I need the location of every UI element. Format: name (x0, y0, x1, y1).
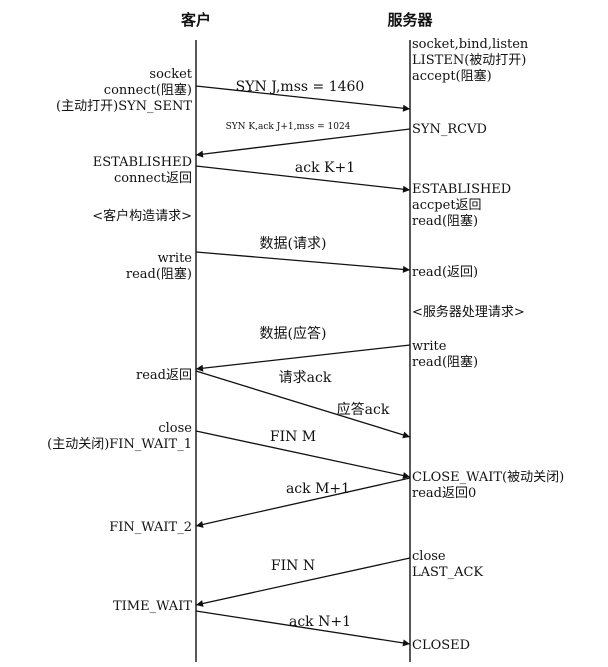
msg-data-request: 数据(请求) (260, 236, 327, 252)
arrow-syn-j (195, 85, 411, 112)
client-socket: socket (149, 67, 192, 82)
server-header: 服务器 (387, 11, 433, 29)
msg-fin-n: FIN N (271, 558, 315, 574)
arrow-data-response (195, 344, 411, 372)
client-connect-return: connect返回 (114, 171, 192, 186)
client-connect-blocked: connect(阻塞) (104, 82, 192, 98)
msg-fin-m: FIN M (270, 429, 316, 445)
server-process-request: <服务器处理请求> (412, 304, 525, 320)
server-read-blocked-2: read(阻塞) (412, 354, 478, 370)
arrow-syn-k-ack (195, 128, 411, 158)
client-syn-sent: (主动打开)SYN_SENT (56, 99, 192, 114)
server-close: close (412, 549, 446, 564)
server-last-ack: LAST_ACK (412, 565, 483, 580)
client-fin-wait-2: FIN_WAIT_2 (109, 520, 192, 535)
client-time-wait: TIME_WAIT (113, 599, 192, 614)
server-close-wait: CLOSE_WAIT(被动关闭) (412, 470, 564, 485)
server-read-return: read(返回) (412, 265, 478, 280)
arrow-fin-m (195, 430, 411, 479)
msg-response-ack: 应答ack (337, 401, 390, 418)
server-closed: CLOSED (412, 638, 470, 653)
client-read-blocked: read(阻塞) (126, 266, 192, 282)
server-read-blocked: read(阻塞) (412, 213, 478, 229)
arrow-data-request (195, 251, 411, 273)
msg-syn-k-ack: SYN K,ack J+1,mss = 1024 (226, 122, 351, 132)
msg-ack-n: ack N+1 (289, 614, 351, 630)
server-write: write (412, 339, 447, 354)
client-header: 客户 (180, 11, 211, 29)
arrow-ack-k (195, 165, 411, 193)
server-accept-return: accpet返回 (412, 198, 482, 213)
server-read-return-0: read返回0 (412, 486, 476, 501)
msg-request-ack: 请求ack (279, 370, 332, 386)
client-close: close (158, 421, 192, 436)
arrow-ack-n (195, 610, 411, 647)
msg-syn-j: SYN J,mss = 1460 (236, 79, 365, 95)
server-listen: LISTEN(被动打开) (412, 53, 526, 68)
msg-data-response: 数据(应答) (260, 325, 327, 342)
client-write: write (158, 251, 193, 266)
client-fin-wait-1: (主动关闭)FIN_WAIT_1 (47, 437, 192, 452)
client-established: ESTABLISHED (93, 155, 192, 170)
arrow-fin-n (195, 557, 411, 607)
server-established: ESTABLISHED (412, 182, 511, 197)
server-accept-blocked: accept(阻塞) (412, 68, 492, 84)
client-read-return: read返回 (136, 368, 192, 383)
msg-ack-m: ack M+1 (286, 481, 350, 497)
client-build-request: <客户构造请求> (92, 208, 192, 224)
server-syn-rcvd: SYN_RCVD (412, 122, 487, 137)
server-socket-bind-listen: socket,bind,listen (412, 37, 529, 52)
arrow-ack-pair (195, 370, 411, 439)
arrow-ack-m (195, 477, 411, 528)
msg-ack-k: ack K+1 (295, 160, 355, 176)
